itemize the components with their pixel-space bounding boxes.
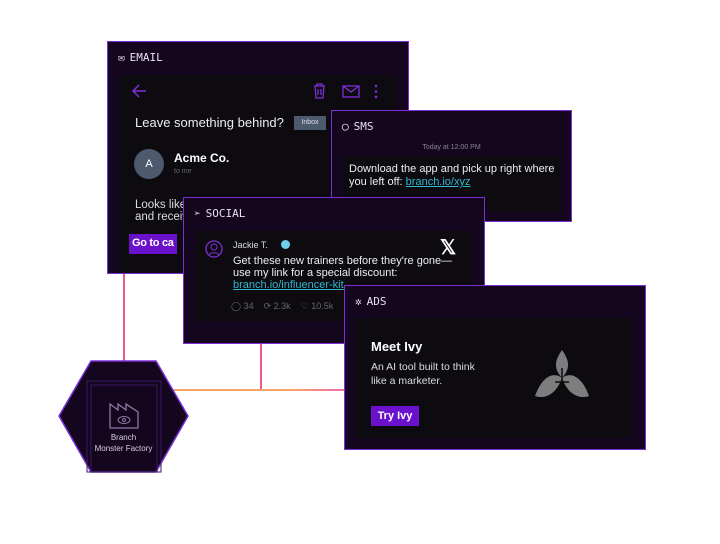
chat-bubble-icon: ◯	[342, 120, 349, 133]
factory-label: Branch	[110, 433, 137, 442]
like-count: 10.5k	[311, 301, 334, 311]
sparkle-icon: ✲	[355, 295, 362, 308]
inbox-badge: Inbox	[294, 116, 326, 130]
card-header: EMAIL	[129, 51, 163, 64]
ivy-logo-icon	[535, 350, 589, 398]
sms-timestamp: Today at 12:00 PM	[422, 144, 481, 151]
repost-icon: ⟳	[263, 301, 272, 311]
factory-icon	[109, 402, 139, 429]
card-header: SMS	[353, 120, 374, 133]
like-button[interactable]: ♡ 10.5k	[301, 301, 334, 312]
user-avatar-icon	[205, 240, 223, 258]
email-body: and receiv	[135, 211, 189, 223]
email-subject: Leave something behind?	[135, 115, 284, 130]
mail-icon: ✉	[118, 51, 125, 64]
x-logo-icon: 𝕏	[440, 237, 457, 259]
heart-icon: ♡	[300, 301, 309, 311]
card-header: ADS	[366, 295, 387, 308]
ads-card: ✲ ADS Meet Ivy An AI tool built to think …	[344, 285, 646, 450]
card-header: SOCIAL	[205, 207, 246, 220]
sender-name: Acme Co.	[174, 151, 230, 165]
comment-icon: ◯	[231, 301, 242, 311]
post-link[interactable]: branch.io/influencer-kit	[233, 279, 344, 291]
more-vertical-icon[interactable]	[374, 84, 378, 99]
repost-button[interactable]: ⟳ 2.3k	[264, 301, 291, 312]
trash-icon[interactable]	[313, 83, 326, 99]
avatar: A	[134, 149, 164, 179]
reply-button[interactable]: ◯ 34	[231, 301, 254, 312]
back-arrow-icon[interactable]	[131, 84, 147, 98]
send-icon: ➢	[194, 207, 201, 220]
factory-node[interactable]: Branch Monster Factory	[58, 360, 189, 473]
mail-icon[interactable]	[342, 85, 360, 98]
recipient: to me	[174, 168, 192, 175]
ad-description: An AI tool built to think like a markete…	[371, 361, 475, 387]
ad-title: Meet Ivy	[371, 339, 423, 354]
try-ivy-button[interactable]: Try Ivy	[371, 406, 419, 426]
verified-badge-icon	[281, 240, 290, 249]
sms-link[interactable]: branch.io/xyz	[405, 176, 471, 188]
post-author: Jackie T.	[233, 240, 268, 250]
factory-label: Monster Factory	[94, 444, 153, 453]
reply-count: 34	[243, 301, 254, 311]
connector-line	[123, 270, 125, 362]
connector-line	[160, 389, 346, 391]
post-text: Get these new trainers before they're go…	[233, 255, 453, 279]
sms-message: Download the app and pick up right where…	[349, 163, 555, 188]
connector-line	[260, 340, 262, 391]
email-body: Looks like	[135, 199, 187, 211]
repost-count: 2.3k	[273, 301, 291, 311]
email-cta-button[interactable]: Go to ca	[129, 234, 177, 254]
